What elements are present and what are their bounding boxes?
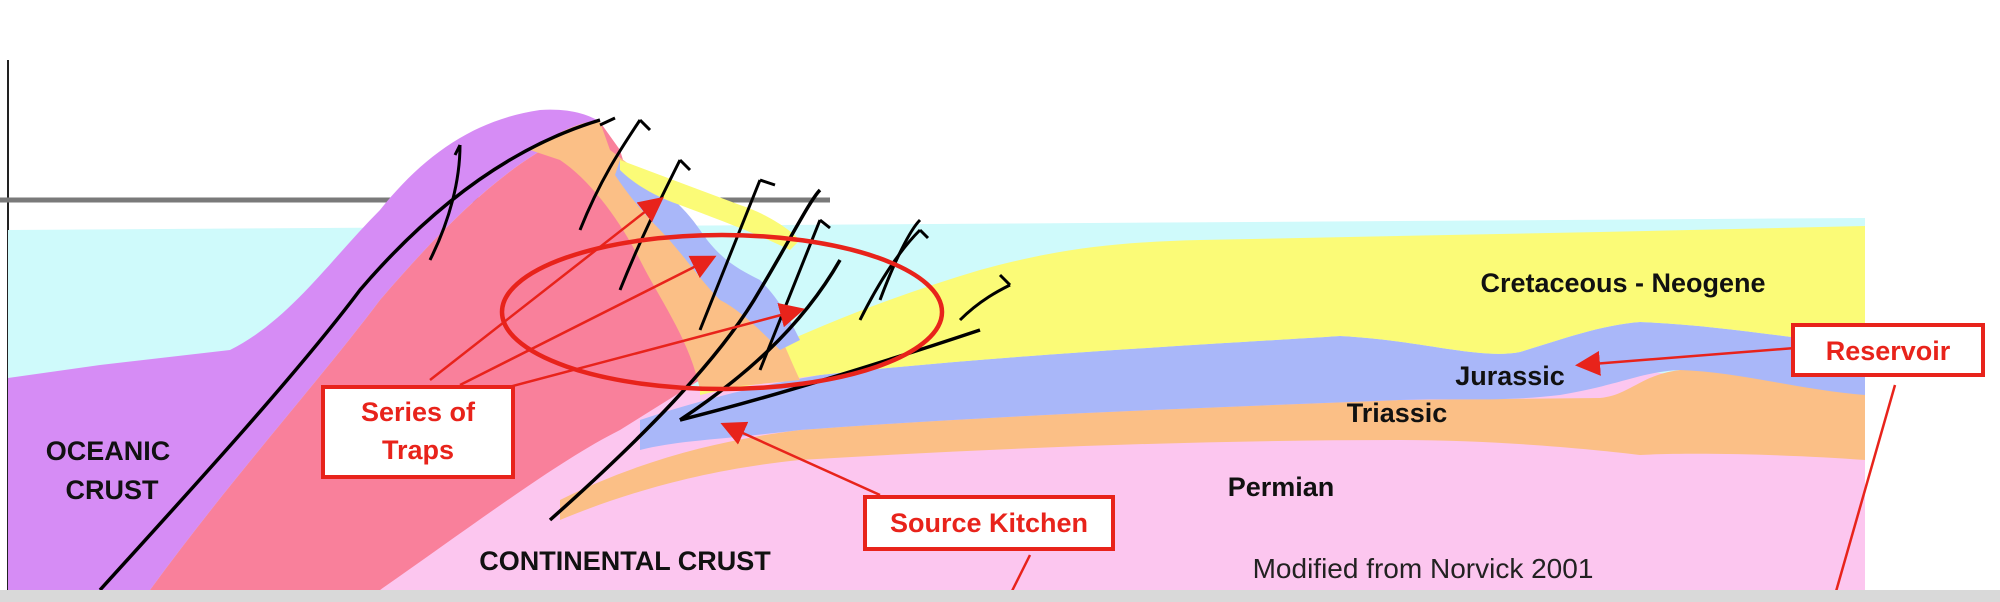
oceanic-crust-label-line2: CRUST bbox=[66, 475, 160, 505]
fault-line-9 bbox=[758, 219, 822, 371]
triassic-layer bbox=[560, 369, 1865, 520]
jurassic-label: Jurassic bbox=[1455, 361, 1565, 391]
trap-arrow-2 bbox=[459, 255, 717, 387]
fault-block-yellow bbox=[620, 160, 800, 250]
fault-ticks bbox=[453, 116, 1012, 287]
traps-ellipse bbox=[499, 232, 945, 392]
oceanic-crust bbox=[8, 109, 600, 590]
trap-arrow-3 bbox=[489, 303, 805, 394]
basement-wedge bbox=[150, 122, 700, 590]
jurassic-layer bbox=[640, 322, 1865, 450]
cretaceous-neogene-label: Cretaceous - Neogene bbox=[1480, 268, 1765, 298]
series-of-traps-label-line1: Series of bbox=[361, 397, 476, 427]
series-of-traps-box bbox=[321, 385, 515, 479]
fault-line-11 bbox=[958, 283, 1011, 322]
credit-label: Modified from Norvick 2001 bbox=[1253, 553, 1594, 584]
reservoir-box bbox=[1791, 323, 1985, 377]
oceanic-crust-label-line1: OCEANIC bbox=[46, 436, 171, 466]
fault-line-2 bbox=[548, 188, 822, 522]
trap-arrow-1 bbox=[429, 196, 664, 381]
source-kitchen-label: Source Kitchen bbox=[890, 508, 1088, 538]
fault-line-6 bbox=[578, 119, 642, 231]
source-kitchen-arrow bbox=[720, 421, 881, 497]
reservoir-arrow bbox=[1575, 346, 1796, 376]
cretaceous-neogene-layer bbox=[700, 226, 1865, 395]
fault-line-12 bbox=[878, 218, 922, 301]
fault-line-8 bbox=[698, 179, 762, 331]
series-of-traps-label-line2: Traps bbox=[382, 435, 454, 465]
fault-line-10 bbox=[858, 228, 922, 321]
source-kitchen-leader bbox=[1008, 554, 1032, 596]
bottom-strip bbox=[0, 590, 2000, 602]
permian-label: Permian bbox=[1228, 472, 1335, 502]
source-kitchen-box bbox=[863, 495, 1115, 551]
triassic-label: Triassic bbox=[1347, 398, 1448, 428]
reservoir-leader bbox=[1833, 384, 1897, 596]
reservoir-label: Reservoir bbox=[1826, 336, 1951, 366]
fault-line-1 bbox=[98, 118, 601, 592]
fault-line-5 bbox=[428, 144, 462, 261]
continental-crust-label: CONTINENTAL CRUST bbox=[479, 546, 771, 576]
